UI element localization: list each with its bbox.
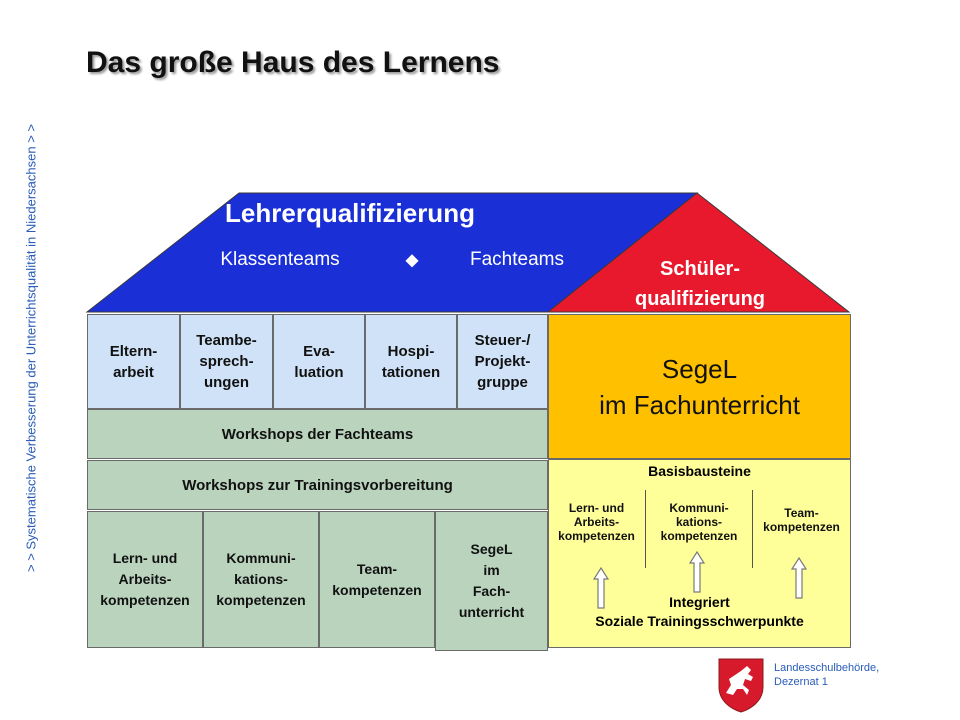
pillar-teambesprechungen: Teambe-sprech-ungen xyxy=(180,314,273,409)
page-title: Das große Haus des Lernens xyxy=(86,46,500,79)
roof-fachteams: Fachteams xyxy=(470,249,564,270)
roof-student-line1: Schüler- xyxy=(659,258,741,280)
roof-diamond-icon: ◆ xyxy=(405,252,419,269)
pillar-evaluation: Eva-luation xyxy=(273,314,365,409)
lower-saxony-horse-logo xyxy=(718,658,764,713)
band-workshops-fachteams: Workshops der Fachteams xyxy=(87,409,548,459)
basis-integriert: Integriert Soziale Trainingsschwerpunkte xyxy=(595,594,804,629)
basis-divider-2 xyxy=(752,490,753,568)
foundation-team: Team-kompetenzen xyxy=(319,511,435,648)
band-workshops-training: Workshops zur Trainingsvorbereitung xyxy=(87,460,548,510)
basis-title: Basisbausteine xyxy=(648,463,751,479)
footer-authority: Landesschulbehörde, Dezernat 1 xyxy=(774,662,880,688)
roof-klassenteams: Klassenteams xyxy=(220,249,340,270)
basis-col-kommunikation: Kommuni-kations-kompetenzen xyxy=(660,501,738,543)
up-arrow-icon xyxy=(689,551,705,593)
up-arrow-icon xyxy=(593,567,609,609)
foundation-kommunikation: Kommuni-kations-kompetenzen xyxy=(203,511,319,648)
pillar-steuergruppe: Steuer-/Projekt-gruppe xyxy=(457,314,548,409)
roof-title: Lehrerqualifizierung xyxy=(225,198,475,228)
basis-divider-1 xyxy=(645,490,646,568)
pillar-elternarbeit: Eltern-arbeit xyxy=(87,314,180,409)
up-arrow-icon xyxy=(791,557,807,599)
roof-student xyxy=(546,192,851,313)
roof-student-line2: qualifizierung xyxy=(635,288,765,310)
pillar-hospitationen: Hospi-tationen xyxy=(365,314,457,409)
roof-shapes xyxy=(85,192,851,313)
basis-panel xyxy=(548,459,851,648)
basis-col-team: Team-kompetenzen xyxy=(763,506,840,534)
roof-student-label: Schüler- qualifizierung xyxy=(600,254,800,314)
